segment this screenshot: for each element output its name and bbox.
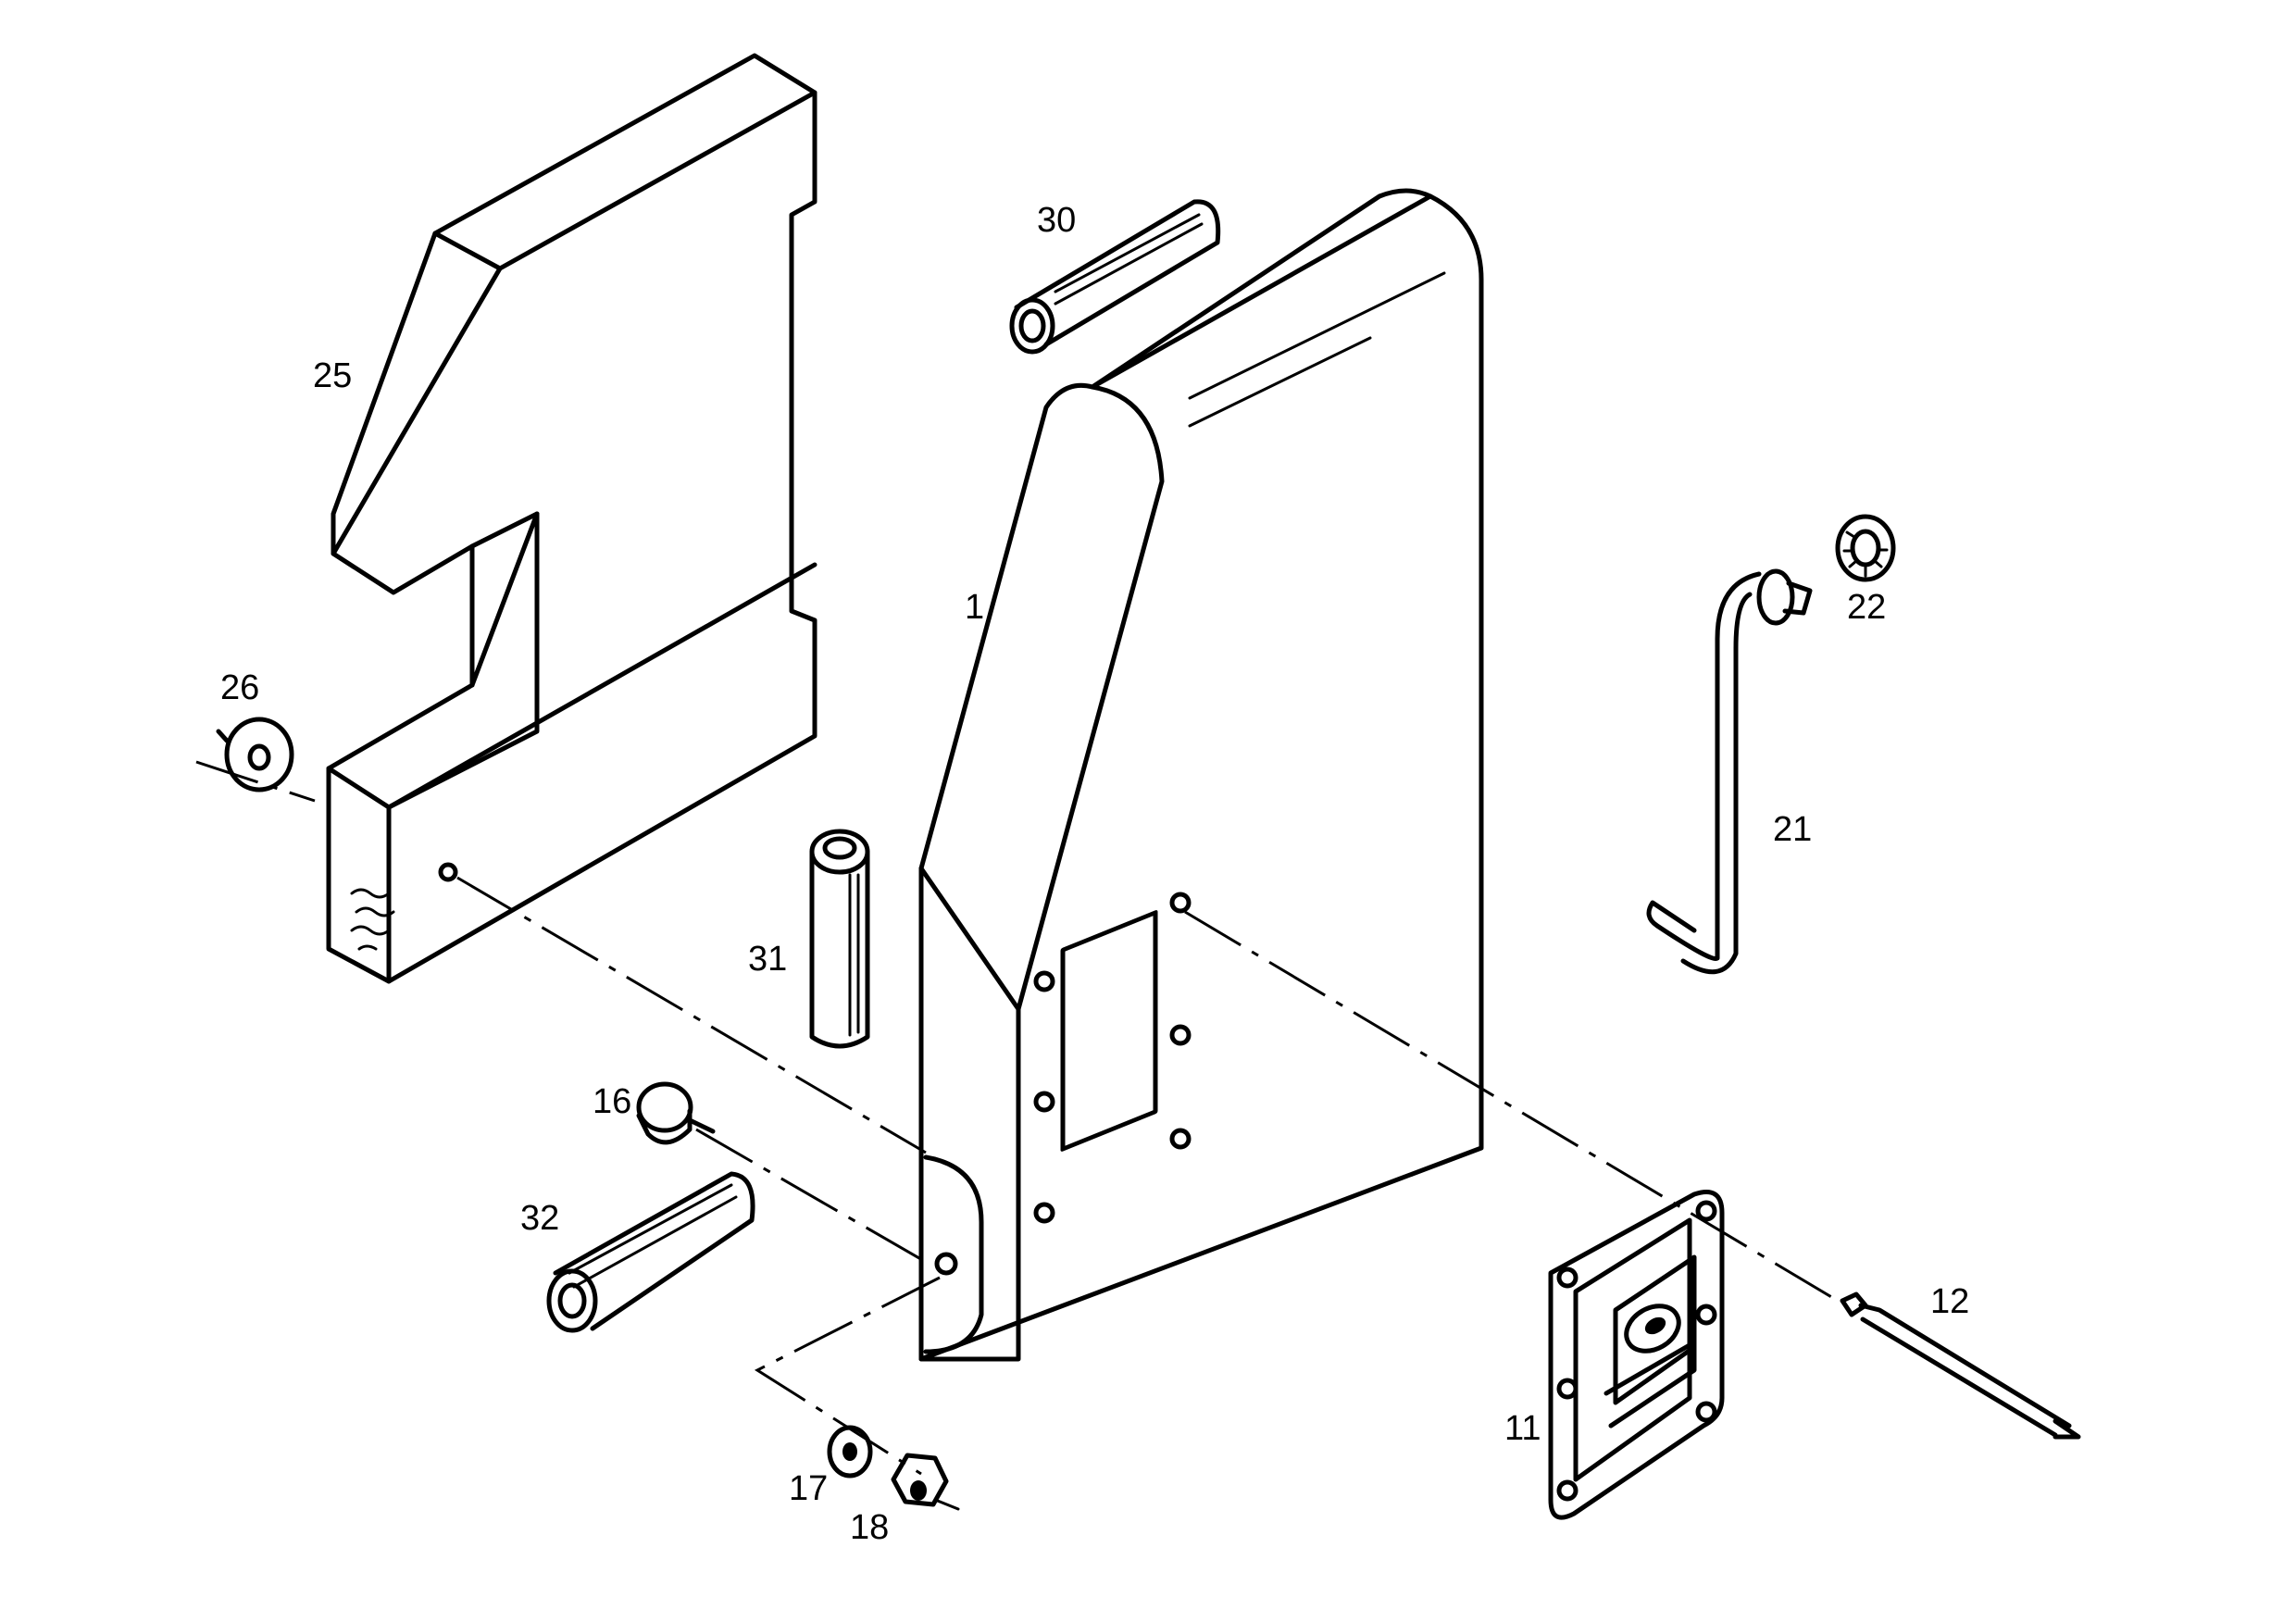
label-12: 12 <box>1930 1282 1969 1321</box>
part-25-foam-block <box>326 53 817 984</box>
part-32-hinge-tube <box>546 1171 755 1333</box>
label-17: 17 <box>789 1469 828 1508</box>
label-30: 30 <box>1037 201 1076 240</box>
label-32: 32 <box>520 1199 559 1238</box>
label-16: 16 <box>593 1082 631 1121</box>
part-16-stud <box>636 1081 716 1145</box>
part-26-clip <box>216 717 294 792</box>
part-17-washer <box>827 1425 873 1479</box>
label-1: 1 <box>965 588 984 627</box>
label-25: 25 <box>313 356 352 395</box>
label-31: 31 <box>748 940 787 979</box>
label-11: 11 <box>1504 1409 1541 1448</box>
assembly-lines <box>195 760 1839 1476</box>
label-22: 22 <box>1847 588 1886 627</box>
label-18: 18 <box>850 1508 889 1547</box>
part-12-rivet <box>1840 1291 2081 1440</box>
part-30-hinge-tube <box>1009 199 1221 355</box>
part-18-nut <box>891 1453 960 1511</box>
part-21-handle-rod <box>1646 568 1813 975</box>
label-21: 21 <box>1773 810 1812 849</box>
part-11-latch-plate <box>1548 1190 1725 1520</box>
label-26: 26 <box>220 668 259 707</box>
callout-labels: 1 11 12 16 17 18 21 22 25 26 30 31 32 <box>220 201 1969 1547</box>
part-22-lock-washer <box>1835 514 1896 582</box>
part-31-hinge-tube <box>809 829 870 1049</box>
part-1-housing <box>918 188 1484 1362</box>
